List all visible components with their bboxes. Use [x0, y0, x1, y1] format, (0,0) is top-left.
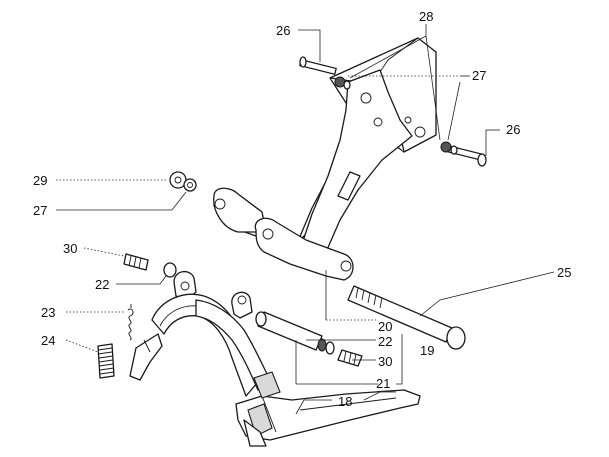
- callout-30-right: 30: [378, 354, 392, 369]
- mounting-bracket: [213, 37, 437, 281]
- pivot-pin: [255, 311, 323, 351]
- nut-washer-left: [169, 171, 197, 192]
- spring-24: [97, 343, 115, 379]
- callout-20: 20: [378, 319, 392, 334]
- callout-25: 25: [557, 265, 571, 280]
- callout-22-left: 22: [95, 277, 109, 292]
- grub-screw-30-left: [123, 253, 149, 271]
- callout-23: 23: [41, 305, 55, 320]
- callout-26-top: 26: [276, 23, 290, 38]
- grub-screw-30-right: [337, 349, 363, 367]
- leader-lines: [56, 24, 555, 415]
- callout-28: 28: [419, 9, 433, 24]
- washer-22-right: [317, 338, 335, 355]
- centre-stand: [129, 271, 421, 447]
- callout-22-right: 22: [378, 334, 392, 349]
- bolt-top-left: [299, 56, 337, 75]
- callout-26-right: 26: [506, 122, 520, 137]
- callout-18: 18: [338, 394, 352, 409]
- callout-29: 29: [33, 173, 47, 188]
- long-bolt: [347, 285, 466, 350]
- callout-27-right: 27: [472, 68, 486, 83]
- washer-top: [334, 76, 351, 90]
- callout-21: 21: [376, 376, 390, 391]
- spring-23: [127, 304, 134, 341]
- callout-19: 19: [420, 343, 434, 358]
- washer-22-left: [163, 262, 177, 278]
- callout-27-left: 27: [33, 203, 47, 218]
- callout-30-left: 30: [63, 241, 77, 256]
- callout-24: 24: [41, 333, 55, 348]
- nut-right: [440, 141, 458, 155]
